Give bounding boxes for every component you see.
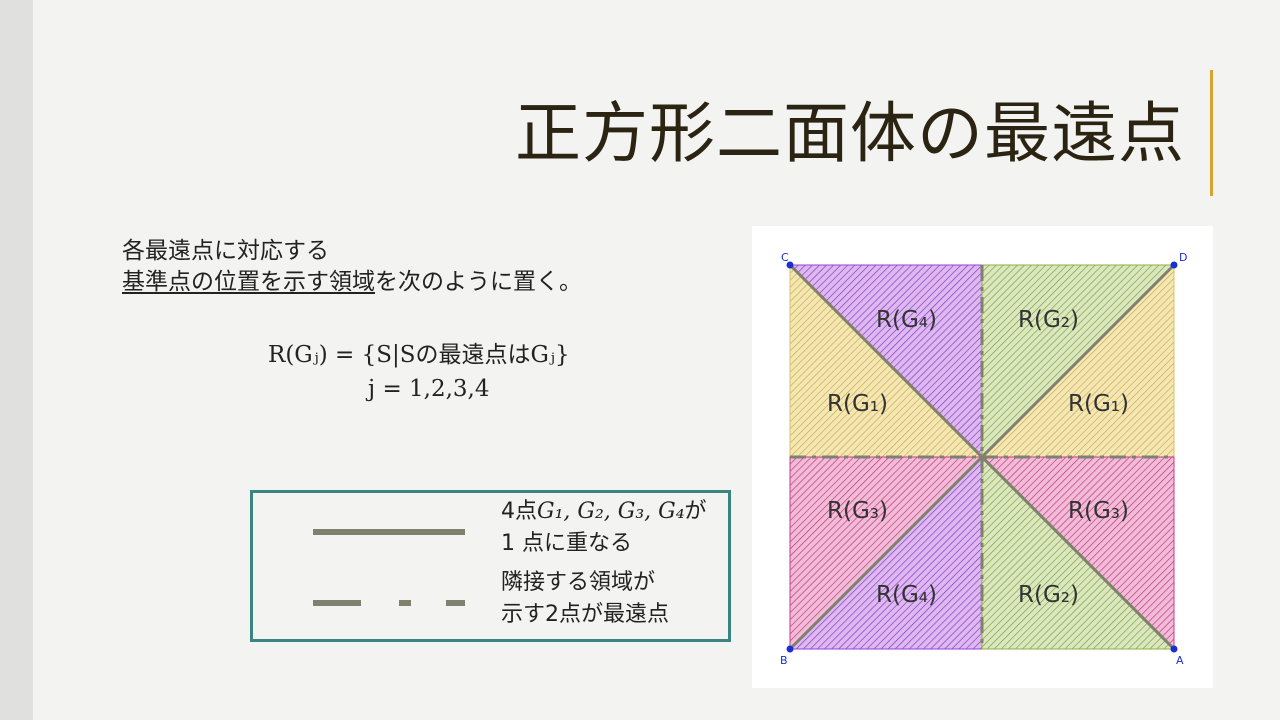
solid-desc-points: G₁, G₂, G₃, G₄ — [537, 499, 685, 524]
region-label-top-left-upper: R(G₄) — [876, 307, 937, 333]
dashed-line-sample-segment — [446, 600, 465, 606]
region-label-top-right-upper: R(G₂) — [1018, 307, 1079, 333]
solid-desc-prefix: 4点 — [501, 499, 537, 524]
intro-text: 各最遠点に対応する 基準点の位置を示す領域を次のように置く。 — [122, 236, 582, 298]
region-label-bottom-right-upper: R(G₃) — [1068, 498, 1129, 524]
solid-desc-suffix: が — [684, 499, 707, 524]
dashed-line-description: 隣接する領域が 示す2点が最遠点 — [501, 567, 669, 631]
solid-line-sample — [313, 529, 465, 535]
square-region-diagram: C D B A R(G₄) R(G₁) R(G₂) R(G₁) R(G₃) R(… — [752, 226, 1213, 688]
point-label-b: B — [780, 654, 788, 667]
point-c — [786, 261, 794, 269]
intro-line-2: 基準点の位置を示す領域を次のように置く。 — [122, 267, 582, 298]
formula-line-1: R(Gⱼ) = {S|Sの最遠点はGⱼ} — [268, 342, 570, 368]
dashed-line-sample-segment — [399, 600, 411, 606]
dashed-desc-line-2: 示す2点が最遠点 — [501, 602, 669, 627]
point-label-d: D — [1179, 251, 1187, 264]
formula-line-2: j = 1,2,3,4 — [368, 376, 490, 402]
region-label-bottom-left-upper: R(G₃) — [827, 498, 888, 524]
point-a — [1170, 645, 1178, 653]
diagram-svg: C D B A R(G₄) R(G₁) R(G₂) R(G₁) R(G₃) R(… — [780, 251, 1187, 667]
region-definition-formula: R(Gⱼ) = {S|Sの最遠点はGⱼ} j = 1,2,3,4 — [268, 338, 570, 406]
title-accent-line — [1210, 70, 1213, 196]
region-label-bottom-left-lower: R(G₄) — [876, 582, 937, 608]
solid-desc-line-2: 1 点に重なる — [501, 531, 632, 556]
point-d — [1170, 261, 1178, 269]
region-label-bottom-right-lower: R(G₂) — [1018, 582, 1079, 608]
solid-line-description: 4点G₁, G₂, G₃, G₄が 1 点に重なる — [501, 496, 707, 560]
left-margin-bar — [0, 0, 33, 720]
intro-line-1: 各最遠点に対応する — [122, 238, 329, 264]
dashed-desc-line-1: 隣接する領域が — [501, 570, 656, 595]
intro-underlined-phrase: 基準点の位置を示す領域 — [122, 269, 375, 295]
page-title: 正方形二面体の最遠点 — [515, 95, 1185, 172]
line-style-legend: 4点G₁, G₂, G₃, G₄が 1 点に重なる 隣接する領域が 示す2点が最… — [250, 490, 731, 642]
point-label-a: A — [1176, 654, 1184, 667]
point-b — [786, 645, 794, 653]
region-label-top-left-lower: R(G₁) — [827, 391, 888, 417]
region-label-top-right-lower: R(G₁) — [1068, 391, 1129, 417]
intro-line-2-rest: を次のように置く。 — [375, 269, 582, 295]
dashed-line-sample-segment — [313, 600, 361, 606]
point-label-c: C — [781, 251, 789, 264]
